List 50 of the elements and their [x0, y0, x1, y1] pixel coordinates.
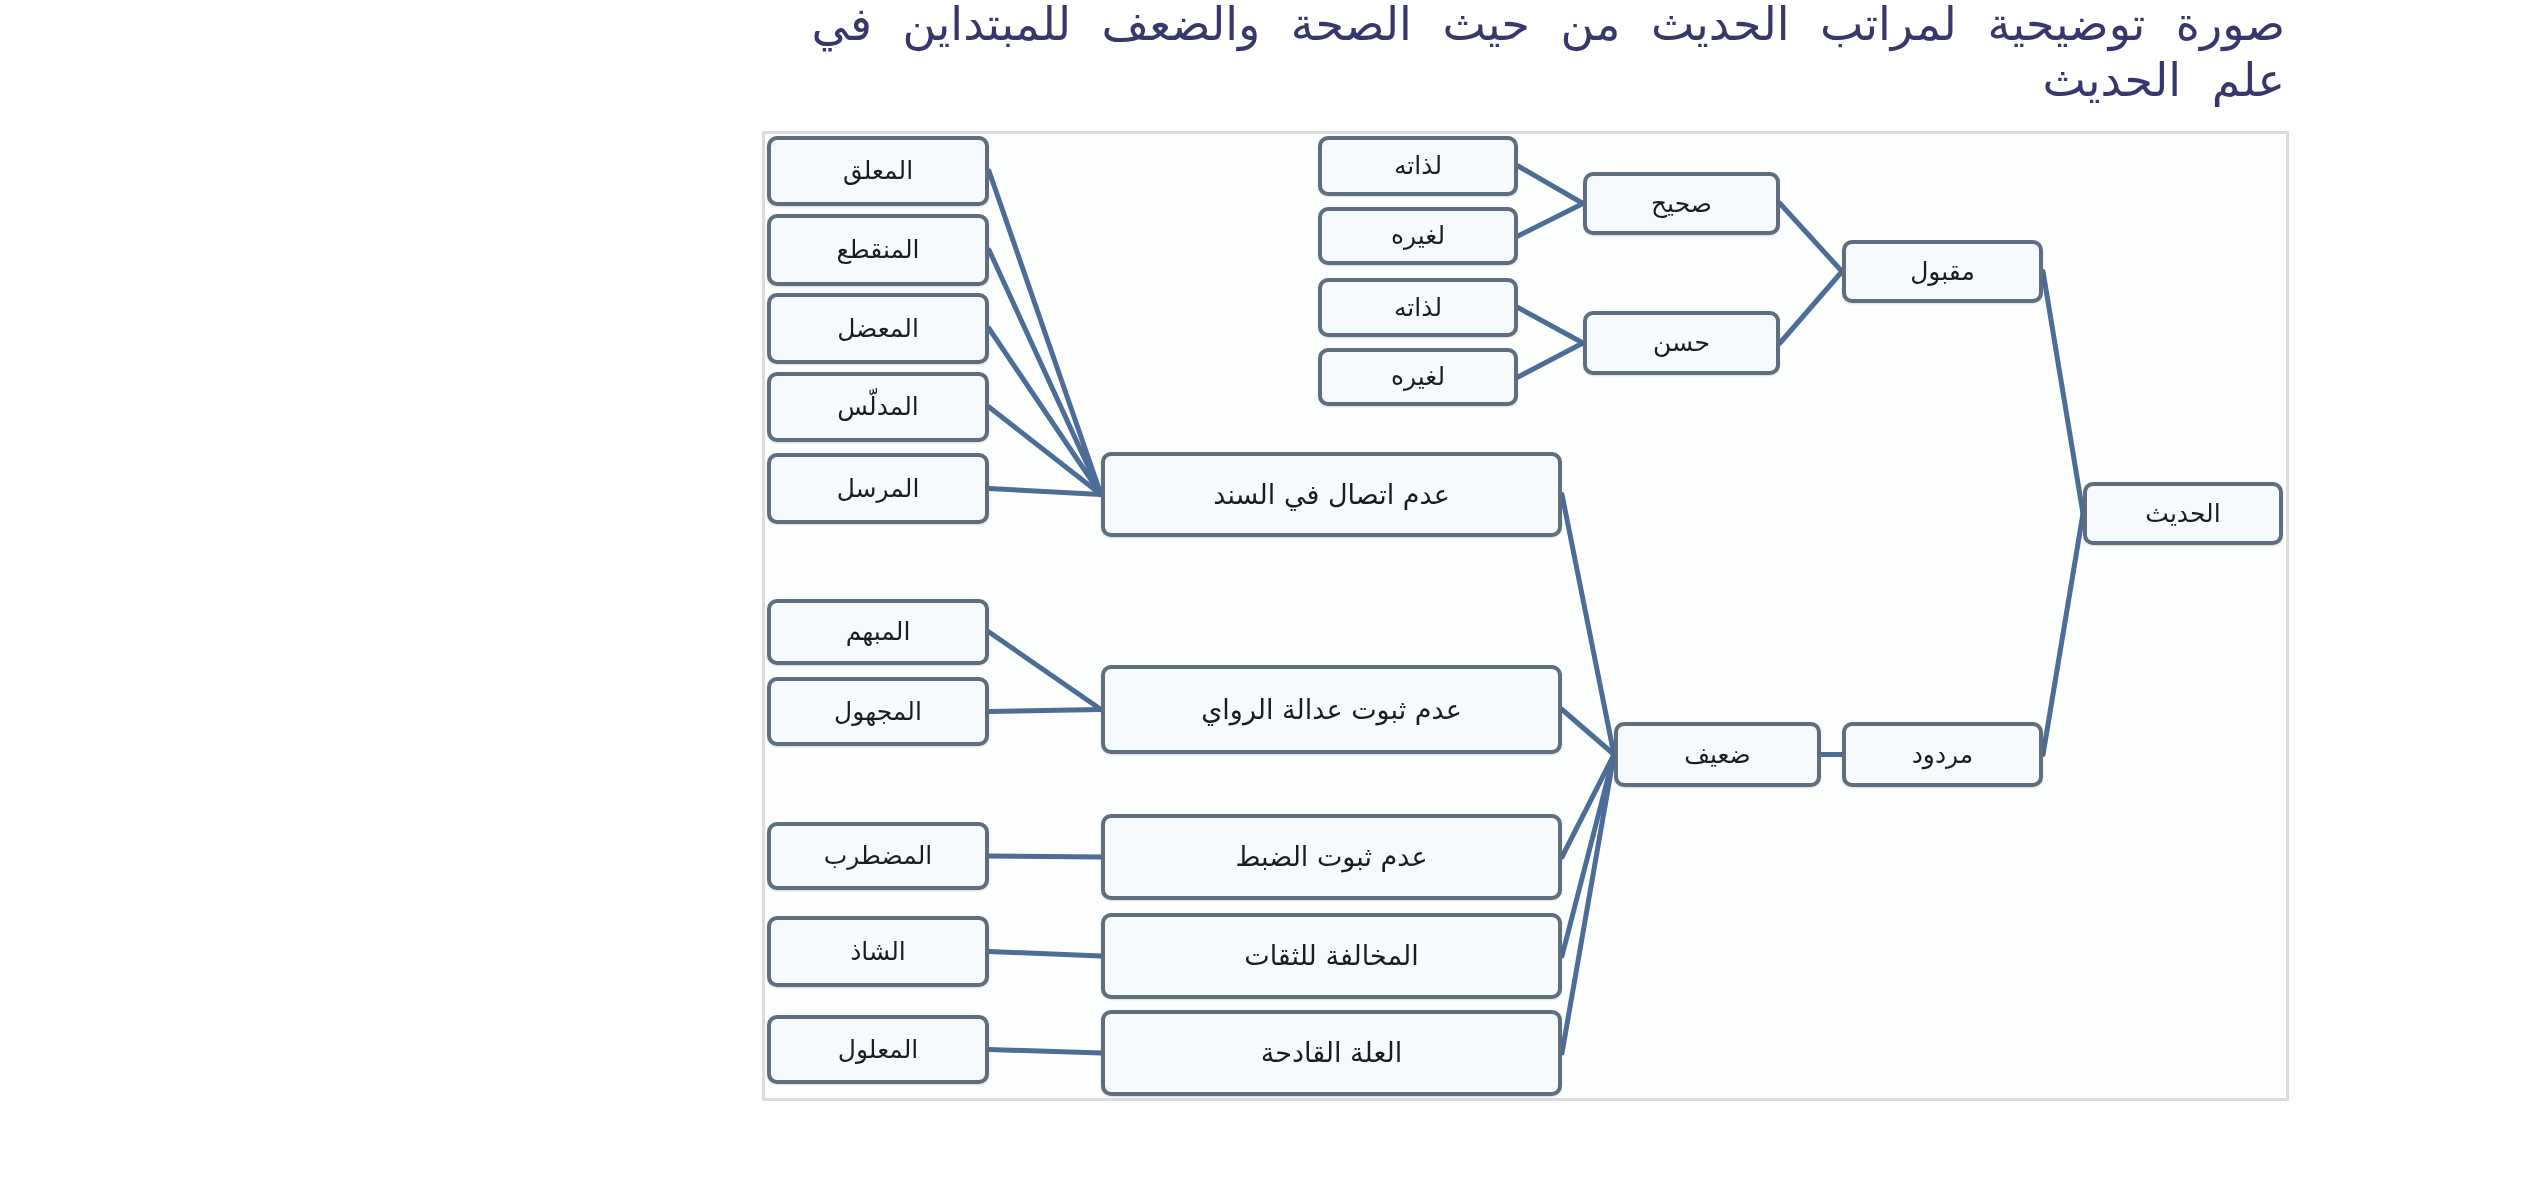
category-label: المعضل — [837, 312, 919, 345]
category-label: المخالفة للثقات — [1244, 939, 1419, 973]
category-box — [767, 916, 989, 987]
category-box — [767, 136, 989, 206]
category-label: المرسل — [836, 472, 920, 505]
category-label: المنقطع — [836, 234, 920, 266]
category-box — [1583, 172, 1780, 235]
category-box — [1101, 814, 1562, 900]
category-box — [767, 453, 989, 524]
category-box — [767, 372, 989, 442]
category-box — [1842, 722, 2043, 787]
category-box — [767, 677, 989, 746]
category-box — [767, 599, 989, 665]
category-label: المبهم — [845, 616, 911, 648]
category-box — [1318, 136, 1518, 196]
category-box — [1614, 722, 1821, 787]
category-label: لذاته — [1393, 150, 1442, 182]
category-box — [1583, 311, 1780, 375]
category-box — [1318, 278, 1518, 337]
category-label: الحديث — [2145, 497, 2221, 530]
category-label: عدم ثبوت عدالة الرواي — [1201, 692, 1462, 727]
category-box — [1101, 913, 1562, 999]
category-label: المعلول — [837, 1033, 919, 1066]
category-label: العلة القادحة — [1260, 1036, 1403, 1070]
category-label: المضطرب — [823, 840, 933, 872]
category-label: المجهول — [834, 695, 922, 728]
category-label: مردود — [1911, 738, 1974, 771]
category-box — [767, 214, 989, 286]
category-box — [767, 822, 989, 890]
category-label: عدم ثبوت الضبط — [1235, 840, 1428, 874]
title: صورة توضيحية لمراتب الحديث من حيث الصحة والضعف للمبتداين في علم الحديث — [811, 0, 2285, 108]
category-box — [1101, 665, 1562, 754]
category-label: لغيره — [1390, 361, 1446, 393]
category-label: لذاته — [1393, 291, 1442, 324]
category-box — [2083, 482, 2283, 545]
category-box — [1101, 452, 1562, 537]
category-label: ضعيف — [1684, 738, 1751, 771]
category-box — [1101, 1010, 1562, 1096]
category-label: مقبول — [1910, 255, 1975, 288]
category-box — [767, 293, 989, 364]
category-label: حسن — [1653, 327, 1710, 359]
category-box — [1318, 348, 1518, 406]
category-label: لغيره — [1390, 220, 1446, 252]
category-label: الشاذ — [850, 935, 906, 968]
category-label: المعلق — [842, 155, 914, 187]
category-box — [1318, 207, 1518, 265]
category-box — [1842, 240, 2043, 303]
category-label: صحيح — [1650, 187, 1713, 220]
category-box — [767, 1015, 989, 1084]
category-label: عدم اتصال في السند — [1213, 477, 1450, 512]
